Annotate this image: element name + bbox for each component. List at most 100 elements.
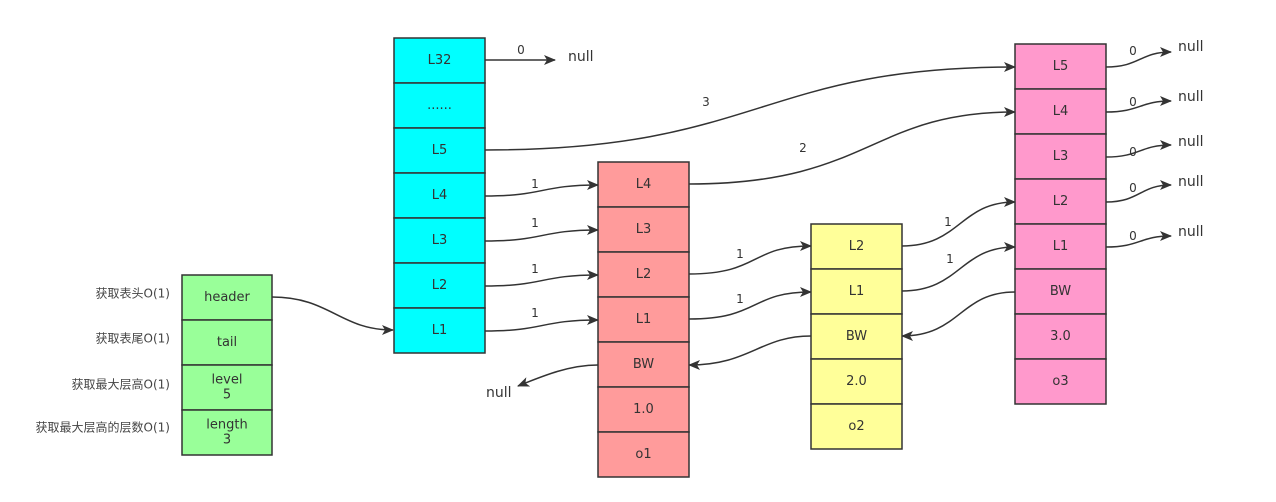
list-field-label: level	[212, 373, 243, 388]
node1-field-cell	[597, 386, 690, 433]
head-level-cell	[393, 172, 486, 219]
span-label: 1	[736, 292, 744, 306]
node3-L2-null-edge	[1105, 180, 1172, 203]
pointer-edges	[271, 47, 1172, 387]
annotation-header: 获取表头O(1)	[96, 287, 170, 301]
span-label: 1	[531, 306, 539, 320]
annotation-level: 获取最大层高O(1)	[72, 377, 170, 392]
node3-field-label: L2	[1053, 194, 1069, 209]
head-L3-edge	[484, 225, 599, 242]
node1-field-label: o1	[635, 447, 651, 462]
node3-field-label: L5	[1053, 59, 1069, 74]
header-pointer-edge	[271, 296, 394, 335]
node3-field-label: BW	[1050, 284, 1071, 299]
list-field-label: 5	[223, 388, 231, 403]
list-field-label: tail	[217, 335, 237, 350]
node1-field-label: BW	[633, 357, 654, 372]
node2-L2-edge	[901, 197, 1016, 247]
node1-field-cell	[597, 431, 690, 478]
node3-field-label: o3	[1052, 374, 1068, 389]
list-field-label: header	[204, 290, 250, 305]
null-label: null	[1178, 89, 1204, 105]
span-label: 0	[1129, 44, 1137, 58]
head-L5-edge	[484, 62, 1016, 151]
span-label: 0	[517, 43, 525, 57]
node3-field-cell	[1014, 358, 1107, 405]
node1-field-label: 1.0	[633, 402, 654, 417]
node2-field-label: L2	[849, 239, 865, 254]
head-level-cell	[393, 262, 486, 309]
node1-L1-edge	[688, 287, 812, 320]
node1-field-label: L2	[636, 267, 652, 282]
node1-L4-edge	[688, 107, 1016, 185]
head-level-label: L2	[432, 278, 448, 293]
node1-backward-edge	[517, 364, 599, 387]
head-level-label: ......	[427, 98, 452, 113]
node2-field-cell	[810, 313, 903, 360]
annotation-tail: 获取表尾O(1)	[96, 332, 170, 346]
head-level-label: L1	[432, 323, 448, 338]
node3-L5-null-edge	[1105, 47, 1172, 68]
span-label: 0	[1129, 181, 1137, 195]
span-label: 1	[531, 262, 539, 276]
node3-field-cell	[1014, 268, 1107, 315]
null-label: null	[1178, 174, 1204, 190]
list-field-cell	[181, 364, 273, 411]
node1-field-cell	[597, 251, 690, 298]
node1-field-label: L3	[636, 222, 652, 237]
null-label: null	[568, 49, 594, 65]
node2-field-label: o2	[848, 419, 864, 434]
head-level-label: L32	[428, 53, 452, 68]
span-label: 0	[1129, 95, 1137, 109]
node1-field-cell	[597, 206, 690, 253]
node2-L1-edge	[901, 242, 1016, 292]
null-label: null	[1178, 134, 1204, 150]
list-annotations: 获取表头O(1) 获取表尾O(1) 获取最大层高O(1) 获取最大层高的层数O(…	[36, 287, 170, 435]
node3-field-label: L4	[1053, 104, 1069, 119]
head-level-cell	[393, 217, 486, 264]
head-L1-edge	[484, 315, 599, 332]
annotation-length: 获取最大层高的层数O(1)	[36, 420, 170, 435]
list-field-cell	[181, 409, 273, 456]
head-level-label: L4	[432, 188, 448, 203]
list-field-cell	[181, 319, 273, 366]
span-label: 0	[1129, 145, 1137, 159]
head-level-cell	[393, 127, 486, 174]
node2-field-label: 2.0	[846, 374, 867, 389]
head-level-label: L3	[432, 233, 448, 248]
list-field-label: length	[206, 418, 247, 433]
node1-field-cell	[597, 341, 690, 388]
head-L2-edge	[484, 270, 599, 287]
list-field-cell	[181, 274, 273, 321]
null-labels: null null null null null null null	[486, 39, 1204, 401]
node2-field-label: L1	[849, 284, 865, 299]
node1-field-label: L4	[636, 177, 652, 192]
head-level-cell	[393, 307, 486, 354]
null-label: null	[1178, 39, 1204, 55]
node2-backward-edge	[688, 335, 812, 370]
node1-field-label: L1	[636, 312, 652, 327]
span-label: 1	[531, 216, 539, 230]
node3-L4-null-edge	[1105, 96, 1172, 113]
span-label: 3	[702, 95, 710, 109]
span-label: 2	[799, 141, 807, 155]
span-label: 1	[531, 177, 539, 191]
node3-backward-edge	[901, 291, 1016, 341]
node2-field-cell	[810, 358, 903, 405]
span-label: 1	[736, 247, 744, 261]
span-labels: 0 3 1 1 1 1 2 1 1 1 1 0 0 0 0 0	[517, 43, 1137, 320]
node3-field-cell	[1014, 178, 1107, 225]
node3-field-label: L1	[1053, 239, 1069, 254]
null-label: null	[1178, 224, 1204, 240]
node3-field-label: L3	[1053, 149, 1069, 164]
list-field-label: 3	[223, 433, 231, 448]
head-level-label: L5	[432, 143, 448, 158]
span-label: 1	[946, 252, 954, 266]
span-label: 1	[944, 215, 952, 229]
node1-field-cell	[597, 296, 690, 343]
